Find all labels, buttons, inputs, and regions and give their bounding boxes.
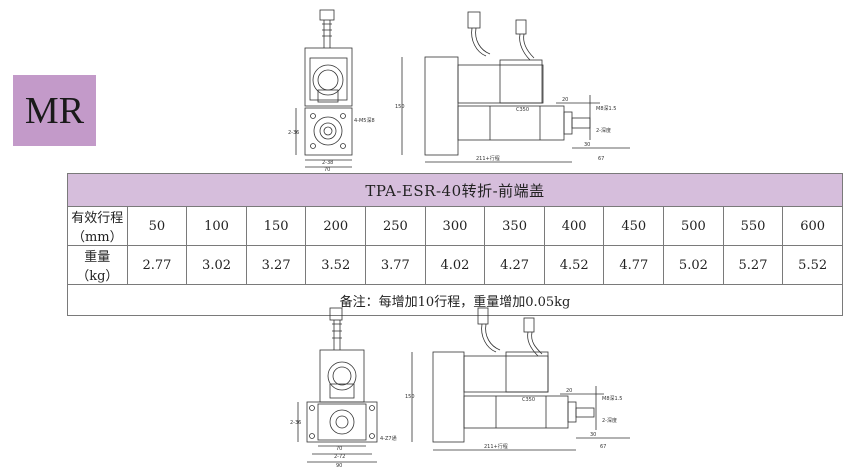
top-front-dim-h1: 2-36 — [288, 130, 299, 136]
stroke-cell: 200 — [305, 206, 367, 246]
top-technical-drawing: 2-38 70 2-36 4-M5深8 150 C350 211+行程 67 2… — [288, 9, 630, 172]
stroke-cell: 50 — [126, 206, 188, 246]
top-side-dim-shaft: M8深1.5 — [596, 105, 616, 112]
weight-cell: 4.02 — [424, 245, 486, 285]
bottom-front-dim-w3: 90 — [336, 463, 342, 469]
bottom-side-dim-height: 150 — [405, 394, 415, 400]
stroke-row: 有效行程（mm） 50 100 150 200 250 300 350 400 … — [67, 206, 843, 246]
stroke-cell: 450 — [603, 206, 665, 246]
top-side-dim-d1: 20 — [562, 97, 568, 103]
weight-cell: 5.27 — [722, 245, 784, 285]
top-side-dim-height: 150 — [395, 104, 405, 110]
weight-row: 重量（kg） 2.77 3.02 3.27 3.52 3.77 4.02 4.2… — [67, 245, 843, 285]
bottom-technical-drawing: 70 2-72 90 2-36 4-Z7通 150 C350 211+行程 67… — [290, 307, 630, 469]
top-front-dim-w2: 70 — [324, 167, 330, 172]
weight-cell: 3.27 — [245, 245, 307, 285]
spec-table: TPA-ESR-40转折-前端盖 有效行程（mm） 50 100 150 200… — [67, 173, 843, 316]
stroke-cell: 500 — [663, 206, 724, 246]
top-side-dim-flat: 2-深度 — [596, 127, 611, 134]
stroke-cell: 400 — [543, 206, 605, 246]
stroke-cell: 100 — [186, 206, 247, 246]
bottom-front-dim-h1: 2-36 — [290, 420, 301, 426]
weight-cell: 5.52 — [782, 245, 843, 285]
table-note: 备注：每增加10行程，重量增加0.05kg — [67, 284, 843, 316]
stroke-cell: 350 — [484, 206, 545, 246]
weight-cell: 3.02 — [186, 245, 247, 285]
stroke-cell: 150 — [245, 206, 307, 246]
stroke-cell: 300 — [424, 206, 486, 246]
bottom-front-dim-w2: 2-72 — [334, 454, 345, 460]
bottom-side-dim-d1: 20 — [566, 388, 572, 394]
weight-cell: 2.77 — [126, 245, 188, 285]
weight-label: 重量（kg） — [67, 245, 128, 285]
weight-cell: 3.52 — [305, 245, 367, 285]
bottom-side-dim-shaft: M8深1.5 — [602, 395, 622, 402]
top-side-dim-d2: 30 — [584, 142, 590, 148]
stroke-cell: 250 — [365, 206, 426, 246]
weight-cell: 4.77 — [603, 245, 665, 285]
top-front-dim-hole: 4-M5深8 — [354, 117, 375, 124]
top-front-dim-w1: 2-38 — [322, 160, 333, 166]
weight-cell: 3.77 — [365, 245, 426, 285]
stroke-cell: 550 — [722, 206, 784, 246]
weight-cell: 5.02 — [663, 245, 724, 285]
weight-cell: 4.27 — [484, 245, 545, 285]
bottom-side-dim-length: 211+行程 — [484, 443, 508, 450]
bottom-side-dim-flat: 2-深度 — [602, 417, 617, 424]
table-title: TPA-ESR-40转折-前端盖 — [67, 173, 843, 207]
stroke-cell: 600 — [782, 206, 843, 246]
top-side-dim-right: 67 — [598, 156, 604, 162]
bottom-side-dim-d2: 30 — [590, 432, 596, 438]
bottom-side-dim-right: 67 — [600, 444, 606, 450]
bottom-front-dim-hole: 4-Z7通 — [380, 435, 397, 442]
weight-cell: 4.52 — [543, 245, 605, 285]
top-side-dim-length: 211+行程 — [476, 155, 500, 162]
bottom-front-dim-w1: 70 — [336, 446, 342, 452]
stroke-label: 有效行程（mm） — [67, 206, 128, 246]
mr-badge: MR — [13, 75, 96, 146]
top-side-dim-tube: C350 — [516, 107, 529, 113]
mr-badge-label: MR — [24, 89, 85, 132]
bottom-side-dim-tube: C350 — [522, 397, 535, 403]
